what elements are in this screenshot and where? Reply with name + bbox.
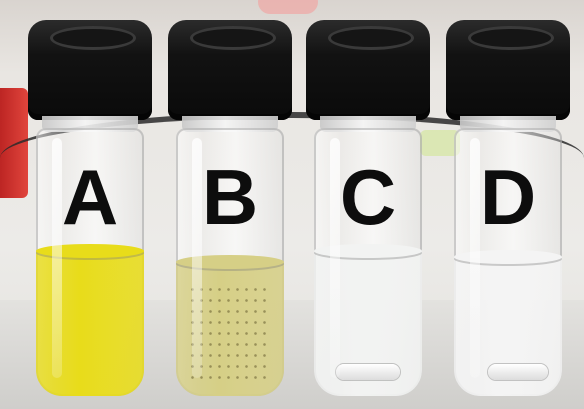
liquid-meniscus [314, 244, 422, 258]
vial-glass [176, 128, 284, 396]
stir-bar [488, 364, 548, 380]
background-red-object-top [258, 0, 318, 14]
vial-cap [306, 20, 430, 120]
liquid-meniscus [176, 255, 284, 269]
vial-a: A [28, 20, 152, 400]
vial-glass [454, 128, 562, 396]
vial-glass [314, 128, 422, 396]
vial-cap [446, 20, 570, 120]
vial-d: D [446, 20, 570, 400]
vial-cap [28, 20, 152, 120]
vial-cap [168, 20, 292, 120]
liquid-meniscus [454, 250, 562, 264]
background-cable [0, 112, 584, 158]
background-green-object [420, 130, 460, 156]
vial-c: C [306, 20, 430, 400]
stir-bar [336, 364, 400, 380]
vial-label: B [201, 153, 259, 241]
vial-label: D [479, 153, 537, 241]
vial-b: B [168, 20, 292, 400]
vial-glass [36, 128, 144, 396]
liquid-meniscus [36, 244, 144, 258]
vial-label: A [61, 153, 119, 241]
vial-label: C [339, 153, 397, 241]
suspended-particles [188, 284, 272, 384]
